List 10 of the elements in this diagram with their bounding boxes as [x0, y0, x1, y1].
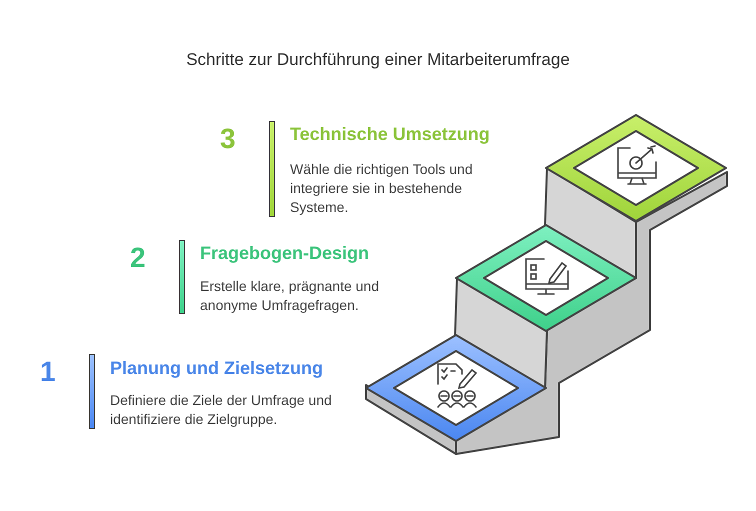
step-number: 1 [40, 357, 56, 387]
title: Schritte zur Durchführung einer Mitarbeiterumfrage [185, 50, 571, 70]
step-number: 3 [220, 124, 236, 154]
step-description: Definiere die Ziele der Umfrage und identifiziere die Zielgruppe. [110, 391, 333, 429]
step-heading: Fragebogen-Design [200, 242, 370, 264]
step-number: 2 [130, 243, 146, 273]
step-heading: Technische Umsetzung [290, 123, 490, 145]
step-description: Erstelle klare, prägnante und anonyme Umfragefragen. [200, 277, 380, 315]
step-heading: Planung und Zielsetzung [110, 357, 323, 379]
step-description: Wähle die richtigen Tools und integriere sie in bestehende Systeme. [290, 160, 474, 217]
